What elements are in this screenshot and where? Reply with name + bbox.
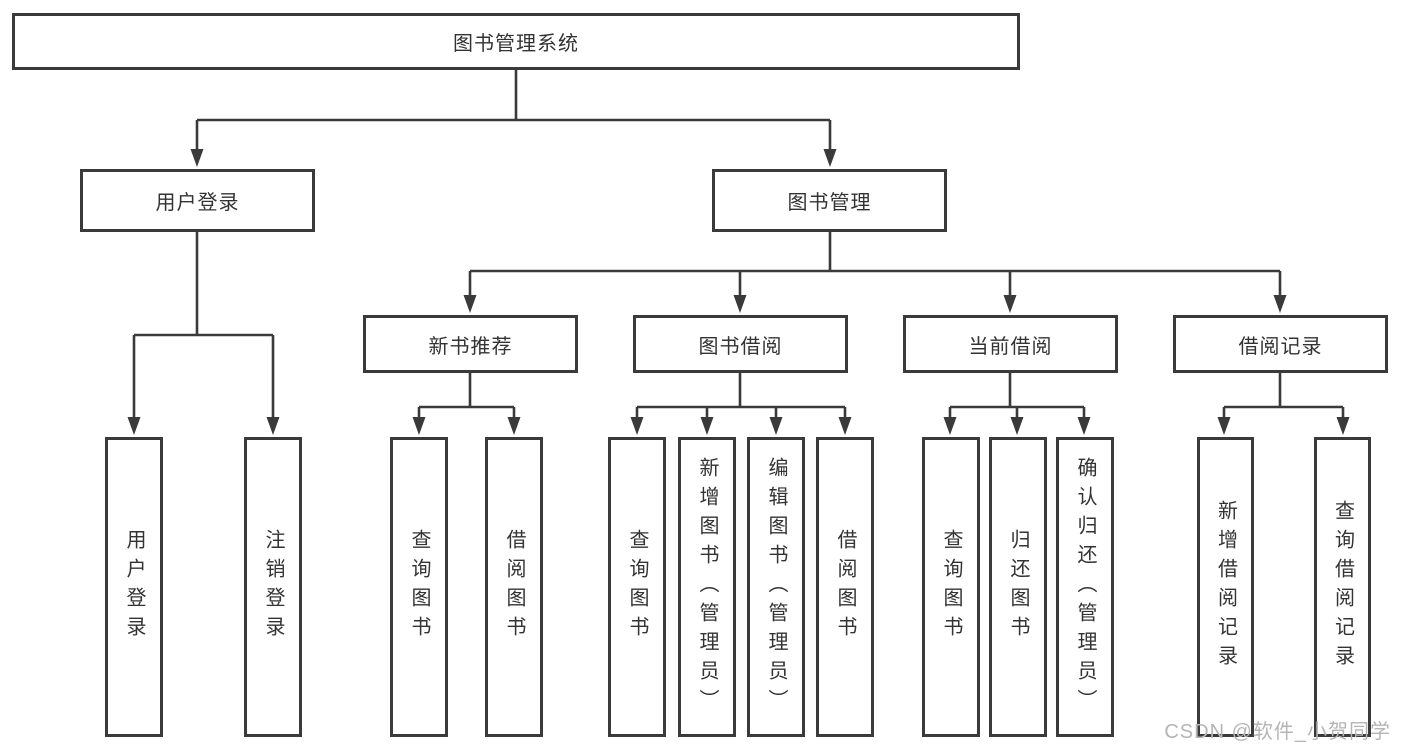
node-add-books-admin: 新增图书（管理员）	[678, 437, 736, 737]
node-borrow-books-recommend: 借阅图书	[485, 437, 543, 737]
node-user-login-item: 用户登录	[105, 437, 163, 737]
node-label: 图书借阅	[698, 335, 783, 358]
arrow-head	[823, 149, 837, 167]
arrow-head	[769, 417, 783, 435]
node-add-borrow-record: 新增借阅记录	[1197, 437, 1254, 737]
arrow-head	[1010, 417, 1024, 435]
node-current-borrow: 当前借阅	[903, 315, 1118, 373]
node-logout-item: 注销登录	[244, 437, 302, 737]
node-label: 用户登录	[155, 192, 240, 214]
node-borrow-books-item: 借阅图书	[816, 437, 874, 737]
arrow-head	[1273, 295, 1287, 313]
node-label: 查询图书	[940, 529, 962, 645]
arrow-head	[1003, 295, 1017, 313]
arrow-head	[630, 417, 644, 435]
arrow-head	[838, 417, 852, 435]
node-label: 归还图书	[1007, 529, 1029, 645]
node-label: 注销登录	[262, 529, 284, 645]
node-label: 确认归还（管理员）	[1074, 456, 1096, 718]
node-book-borrow: 图书借阅	[633, 315, 848, 373]
node-label: 借阅记录	[1238, 335, 1323, 358]
node-label: 用户登录	[123, 529, 145, 645]
node-label: 查询图书	[408, 529, 430, 645]
node-return-books: 归还图书	[989, 437, 1047, 737]
arrow-head	[1217, 417, 1231, 435]
node-book-management: 图书管理	[712, 169, 947, 232]
arrow-head	[1077, 417, 1091, 435]
node-label: 编辑图书（管理员）	[765, 456, 787, 718]
node-query-books-borrow: 查询图书	[608, 437, 666, 737]
arrow-head	[507, 417, 521, 435]
node-user-login: 用户登录	[80, 169, 315, 232]
node-label: 查询借阅记录	[1331, 500, 1354, 674]
node-confirm-return-admin: 确认归还（管理员）	[1056, 437, 1114, 737]
arrow-head	[943, 417, 957, 435]
node-label: 新增借阅记录	[1214, 500, 1237, 674]
arrow-head	[463, 295, 477, 313]
node-label: 借阅图书	[503, 529, 525, 645]
watermark: CSDN @软件_小贺同学	[1164, 721, 1391, 743]
node-query-books-recommend: 查询图书	[390, 437, 448, 737]
arrow-head	[733, 295, 747, 313]
arrow-head	[412, 417, 426, 435]
node-label: 当前借阅	[968, 335, 1053, 358]
node-query-borrow-record: 查询借阅记录	[1314, 437, 1371, 737]
node-label: 图书管理	[787, 192, 872, 214]
node-label: 图书管理系统	[453, 33, 579, 55]
node-borrow-records: 借阅记录	[1173, 315, 1388, 373]
node-label: 借阅图书	[834, 529, 856, 645]
arrow-head	[700, 417, 714, 435]
arrow-head	[190, 149, 204, 167]
node-edit-books-admin: 编辑图书（管理员）	[747, 437, 805, 737]
arrow-head	[1336, 417, 1350, 435]
node-label: 查询图书	[626, 529, 648, 645]
node-root: 图书管理系统	[12, 13, 1020, 70]
node-label: 新增图书（管理员）	[696, 456, 718, 718]
node-new-book-recommend: 新书推荐	[363, 315, 578, 373]
arrow-head	[266, 417, 280, 435]
node-query-books-current: 查询图书	[922, 437, 980, 737]
node-label: 新书推荐	[428, 335, 513, 358]
arrow-head	[127, 417, 141, 435]
